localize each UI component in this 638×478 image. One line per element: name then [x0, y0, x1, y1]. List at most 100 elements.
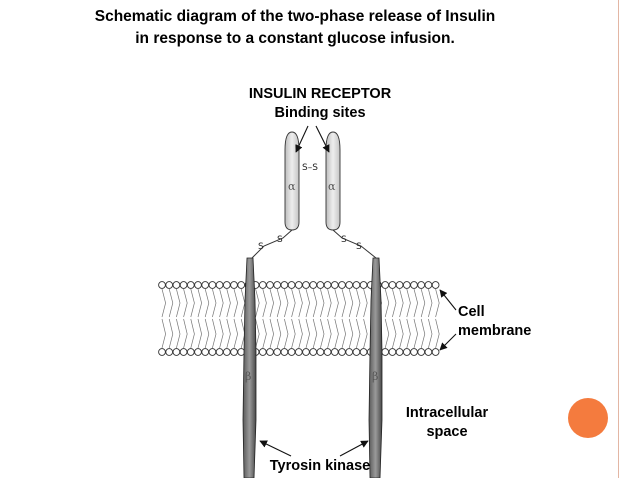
lipid-tail	[327, 318, 332, 349]
arrow-tyrosin-right	[339, 440, 369, 457]
title-line-2: in response to a constant glucose infusi…	[135, 30, 455, 47]
lipid-tail	[161, 318, 166, 349]
lipid-tail	[334, 288, 339, 318]
lipid-tail	[233, 288, 238, 318]
lipid-tail	[168, 318, 174, 349]
lipid-head	[417, 348, 426, 356]
lipid-tail	[420, 318, 426, 349]
lipid-tail	[176, 288, 181, 318]
lipid-tail	[312, 318, 318, 349]
lipid-head	[388, 348, 397, 356]
lipid-head	[230, 281, 238, 289]
lipid-head	[201, 348, 210, 356]
lipid-head	[186, 281, 195, 289]
cell-membrane-line-2: membrane	[458, 323, 532, 339]
lipid-head	[431, 348, 440, 356]
arrow-binding-left	[295, 125, 309, 153]
lipid-tail	[226, 288, 231, 318]
lipid-head	[338, 348, 346, 356]
lipid-tail	[204, 288, 210, 318]
lipid-tail	[183, 288, 188, 318]
lipid-tail	[392, 288, 397, 318]
arrow-binding-right	[315, 125, 330, 153]
s-bond-left-1: S	[258, 242, 264, 252]
lipid-head	[294, 281, 303, 289]
lipid-head	[287, 281, 296, 289]
lipid-tails	[161, 288, 440, 349]
lipid-tail	[255, 318, 260, 349]
lipid-tail	[341, 318, 346, 349]
lipid-head	[352, 281, 361, 289]
lipid-head	[309, 281, 318, 289]
slide-title: Schematic diagram of the two-phase relea…	[60, 6, 530, 50]
lipid-tail	[161, 288, 166, 318]
lipid-tail	[262, 318, 267, 349]
lipid-tail	[312, 288, 318, 318]
accent-circle	[568, 398, 608, 438]
lipid-tail	[269, 288, 274, 318]
lipid-head	[330, 348, 339, 356]
beta-label-right: β	[372, 370, 378, 383]
lipid-tail	[240, 288, 246, 318]
lipid-head	[172, 348, 181, 356]
lipid-head	[273, 348, 282, 356]
lipid-head	[280, 281, 289, 289]
lipid-head	[172, 281, 181, 289]
lipid-heads-bottom	[158, 348, 440, 356]
lipid-tail	[219, 318, 224, 349]
binding-sites-label: Binding sites	[274, 105, 366, 121]
lipid-tail	[348, 318, 354, 349]
lipid-tail	[348, 288, 354, 318]
lipid-tail	[399, 288, 404, 318]
lipid-head	[395, 348, 404, 356]
intracellular-line-2: space	[426, 424, 468, 440]
lipid-tail	[284, 288, 289, 318]
lipid-tail	[255, 288, 260, 318]
lipid-head	[417, 281, 426, 289]
intracellular-space-label: Intracellular space	[392, 404, 502, 442]
lipid-head	[266, 281, 274, 289]
ab-link-right	[332, 229, 377, 259]
lipid-tail	[168, 288, 174, 318]
lipid-tail	[276, 318, 282, 349]
title-line-1: Schematic diagram of the two-phase relea…	[94, 8, 496, 25]
lipid-tail	[413, 318, 418, 349]
arrow-tyrosin-left	[259, 440, 292, 457]
lipid-head	[330, 281, 339, 289]
lipid-head	[230, 348, 238, 356]
s-bond-left-2: S	[277, 235, 283, 245]
tyrosin-kinase-text: Tyrosin kinase	[269, 458, 371, 474]
ab-link-left	[251, 229, 293, 259]
lipid-head	[345, 348, 354, 356]
lipid-head	[258, 348, 267, 356]
lipid-head	[323, 281, 332, 289]
lipid-tail	[298, 318, 303, 349]
lipid-tail	[291, 318, 296, 349]
lipid-tail	[212, 318, 217, 349]
arrow-membrane-top	[439, 289, 457, 311]
beta-subunit-right	[368, 257, 383, 478]
lipid-head	[194, 348, 202, 356]
receptor-title: INSULIN RECEPTOR	[248, 86, 392, 102]
lipid-head	[302, 348, 310, 356]
lipid-tail	[334, 318, 339, 349]
lipid-tail	[197, 288, 202, 318]
lipid-head	[388, 281, 397, 289]
lipid-head	[179, 281, 188, 289]
lipid-heads-top	[158, 281, 440, 289]
alpha-subunit-left	[284, 131, 300, 231]
lipid-head	[266, 348, 274, 356]
alpha-label-left: α	[288, 180, 296, 193]
lipid-head	[424, 281, 433, 289]
lipid-head	[402, 348, 411, 356]
lipid-head	[309, 348, 318, 356]
lipid-tail	[356, 288, 361, 318]
lipid-head	[237, 281, 246, 289]
lipid-head	[338, 281, 346, 289]
lipid-tail	[406, 318, 411, 349]
lipid-tail	[406, 288, 411, 318]
lipid-tail	[219, 288, 224, 318]
lipid-head	[158, 348, 166, 356]
lipid-head	[165, 348, 174, 356]
alpha-subunit-right	[325, 131, 341, 231]
